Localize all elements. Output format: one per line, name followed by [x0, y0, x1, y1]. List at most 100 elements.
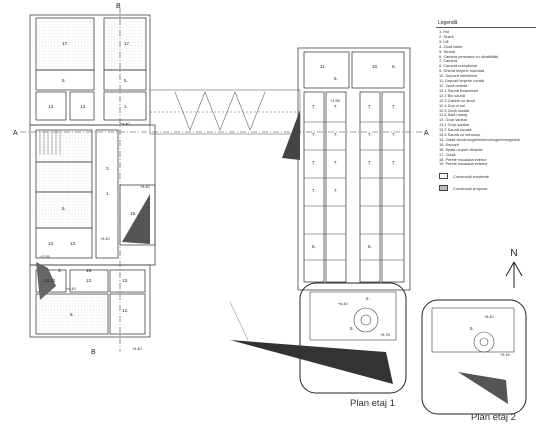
legend-item: 12.5 Zonă uscată [439, 107, 470, 113]
room-number-label: 5. [334, 76, 338, 81]
legend-item: 9. Ghenă lenjerie murdară [439, 68, 485, 74]
room-number-label: 7. [368, 160, 372, 165]
room-number-label: 7. [334, 160, 338, 165]
room-number-label: 13. [48, 241, 54, 246]
sanitary-13-a [35, 91, 67, 121]
room-number-label: 15. [86, 268, 92, 273]
room-number-label: 7. [392, 104, 396, 109]
room-number-label: 7. [334, 104, 338, 109]
legend-item: 13.1 Grup sanitar [439, 122, 470, 128]
section-marker-a-left: A [13, 130, 18, 137]
ramp-line [229, 301, 249, 341]
section-lines [20, 8, 425, 352]
room-number-label: 7. [392, 132, 396, 137]
terrace-5-b [103, 69, 147, 91]
exterior-climbing-wall-2 [458, 372, 508, 404]
room-number-label: 7. [334, 132, 338, 137]
room-number-label: 6. [312, 244, 316, 249]
plan-etaj-1-frame [299, 282, 407, 394]
room-number-label: 7. [312, 188, 316, 193]
section-marker-b-bottom: B [91, 349, 96, 356]
level-elevation-label: +6.40 [338, 302, 348, 306]
legend-item: 10. Depozit întreținere [439, 73, 478, 79]
legend-item: 14. Clasă dendrologie/meteorologie/energ… [439, 136, 520, 142]
room-number-label: 17. [62, 41, 68, 46]
left-building [29, 14, 156, 338]
room-number-label: 1. [124, 104, 128, 109]
sanitary-13-e [109, 269, 146, 293]
room-number-label: 13. [44, 278, 50, 283]
legend-item: 12.1 Saună finlandeză [439, 87, 478, 93]
room-number-label: 13. [80, 104, 86, 109]
room-number-label: 5. [350, 326, 354, 331]
classroom-17-b [103, 17, 147, 71]
legend-key-proposed: Construcții propuse [436, 184, 536, 192]
climbing-wall-shape-left [122, 194, 150, 244]
room-number-label: 5. [62, 206, 66, 211]
room-number-label: 12. [50, 278, 56, 283]
sanitary-13-d [69, 269, 109, 293]
legend-item: 19. Perete escalada exterior [439, 161, 488, 167]
level-elevation-label: +6.78 [380, 333, 390, 337]
level-elevation-label: +8.40 [484, 315, 494, 319]
room-number-label: 7. [392, 160, 396, 165]
rooms-column-left [303, 91, 325, 283]
room-number-label: 2. [366, 296, 370, 301]
legend-item: 4. Zonă bisier [439, 43, 463, 49]
room-number-label: 12. [122, 308, 128, 313]
legend-item: 12.6 Sală masaj [439, 112, 467, 118]
plan-etaj-2-frame [421, 299, 527, 415]
room-number-label: 11. [320, 64, 326, 69]
key-existing-label: Construcții existente [453, 173, 490, 179]
room-number-label: 13. [70, 241, 76, 246]
north-arrow-icon [505, 261, 523, 288]
level-elevation-label: +4.40 [120, 122, 130, 126]
legend-key-existing: Construcții existente [436, 172, 536, 180]
legend-item: 12.4 Duș ct noi [439, 102, 465, 108]
room-number-label: 3. [106, 166, 110, 171]
level-elevation-label: +4.40 [100, 237, 110, 241]
section-marker-b-top: B [116, 3, 121, 10]
room-number-label: 7. [312, 104, 316, 109]
ramp-shape-left [36, 262, 56, 300]
legend-item: 1. Hol [439, 29, 450, 34]
room-number-label: 7. [312, 160, 316, 165]
legend-item: 13. Grup sanitar [439, 117, 467, 123]
room-number-label: 10. [372, 64, 378, 69]
classroom-17-c [35, 191, 93, 229]
room-number-label: 7. [334, 188, 338, 193]
climbing-wall-shape-right [282, 110, 300, 160]
caption-plan-etaj-1: Plan etaj 1 [350, 398, 395, 409]
room-labels: 17.5.17.5.13.13.1.13.13.5.19.1.3.13.13.1… [44, 41, 474, 331]
classroom-14 [35, 129, 93, 163]
legend-item: 6. Cameră persoane cu dizabilități [439, 53, 498, 59]
right-main-block [297, 47, 411, 291]
hall-1-top [103, 91, 147, 121]
rooms-column-mid [325, 91, 347, 283]
room-number-label: 17. [124, 41, 130, 46]
legend-item: 11. Depozit lenjerie curată [439, 78, 484, 84]
room-number-label: 5. [70, 312, 74, 317]
sanitary-13-c [35, 227, 93, 259]
caption-plan-etaj-2: Plan etaj 2 [471, 412, 516, 423]
legend-item: 17. Clasă [439, 151, 456, 157]
right-building [297, 47, 411, 291]
level-elevation-label: +2.55 [40, 255, 50, 259]
room-number-label: 13. [48, 104, 54, 109]
left-staircase [39, 130, 61, 155]
room-number-label: 7. [368, 104, 372, 109]
legend-item: 12.2 Bio saună [439, 92, 465, 98]
spa-12-b [109, 293, 146, 335]
room-number-label: 5. [124, 78, 128, 83]
proposed-swatch [439, 185, 448, 191]
room-number-label: 6. [368, 244, 372, 249]
room-number-label: 5. [62, 78, 66, 83]
legend-item: 7. Cameră [439, 58, 458, 64]
level-elevation-label: +4.40 [140, 185, 150, 189]
legend-item: 12. Zonă umedă [439, 82, 468, 88]
legend-item: 15. Depozit [439, 141, 459, 147]
storage-block [351, 51, 405, 89]
terrace-5-c [35, 293, 109, 335]
